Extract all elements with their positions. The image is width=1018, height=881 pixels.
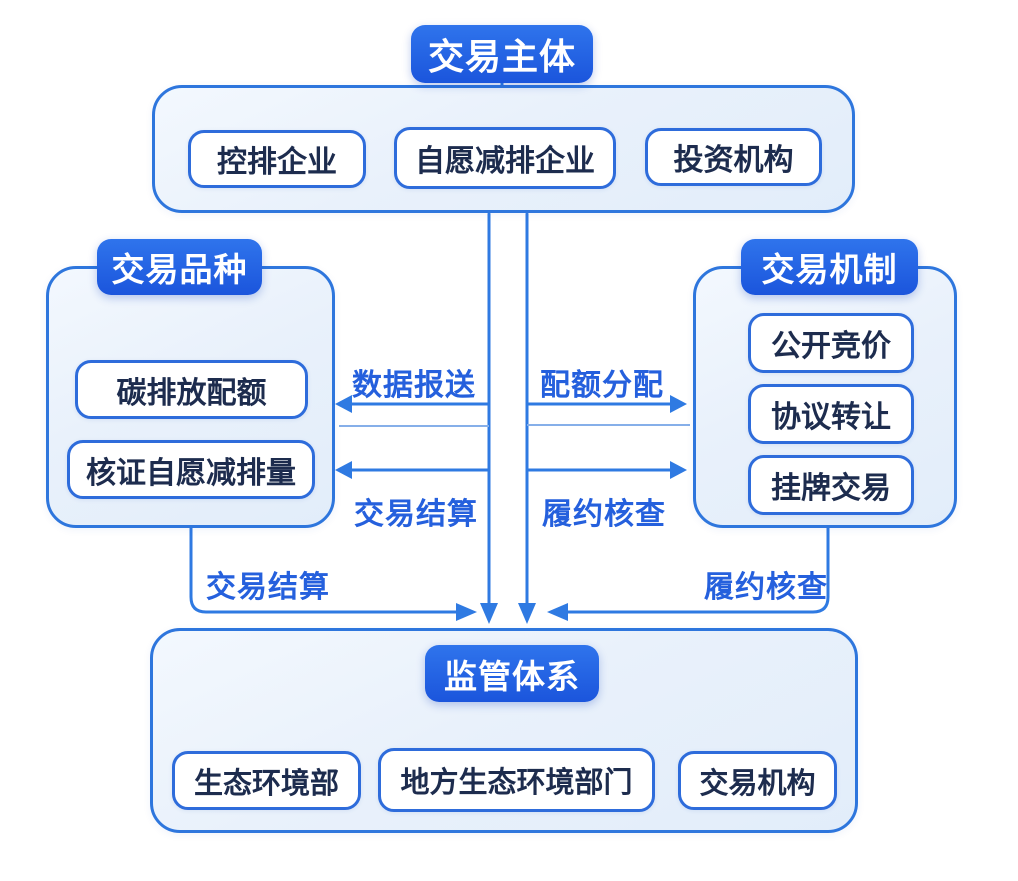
node-certified-voluntary-reduction: 核证自愿减排量 bbox=[67, 440, 315, 499]
header-trading-products: 交易品种 bbox=[97, 239, 262, 295]
label-trade-settlement-inner: 交易结算 bbox=[354, 497, 478, 532]
path-trade-settlement-outer bbox=[189, 526, 458, 614]
node-voluntary-reduction-enterprise: 自愿减排企业 bbox=[394, 127, 616, 189]
path-compliance-check-outer bbox=[566, 526, 830, 614]
arrowhead-right-upper bbox=[670, 395, 687, 413]
label-compliance-check-inner: 履约核查 bbox=[542, 497, 666, 532]
label-compliance-check-outer: 履约核查 bbox=[704, 570, 828, 605]
node-trading-institution: 交易机构 bbox=[678, 751, 837, 810]
arrowhead-left-lower bbox=[335, 461, 352, 479]
node-ministry-of-ecology-environment: 生态环境部 bbox=[172, 751, 361, 810]
arrowhead-right-lower bbox=[670, 461, 687, 479]
header-trading-mechanisms: 交易机制 bbox=[741, 239, 918, 295]
label-data-reporting: 数据报送 bbox=[352, 368, 476, 403]
arrowhead-left-upper bbox=[335, 395, 352, 413]
arrowhead-center-down-left bbox=[480, 603, 498, 624]
header-trading-entities: 交易主体 bbox=[411, 25, 593, 83]
label-quota-allocation: 配额分配 bbox=[540, 368, 664, 403]
node-open-bidding: 公开竞价 bbox=[748, 313, 914, 373]
node-local-ecology-environment-departments: 地方生态环境部门 bbox=[378, 748, 655, 812]
arrowhead-compliance-to-center bbox=[547, 603, 568, 621]
header-regulatory-system: 监管体系 bbox=[425, 645, 599, 702]
node-carbon-emission-allowance: 碳排放配额 bbox=[75, 360, 308, 419]
arrowhead-settlement-to-center bbox=[456, 603, 477, 621]
arrowhead-center-down-right bbox=[518, 603, 536, 624]
node-investment-institution: 投资机构 bbox=[645, 128, 822, 186]
label-trade-settlement-outer: 交易结算 bbox=[206, 570, 330, 605]
node-agreement-transfer: 协议转让 bbox=[748, 384, 914, 444]
node-controlled-emission-enterprise: 控排企业 bbox=[188, 130, 366, 188]
node-listed-trading: 挂牌交易 bbox=[748, 455, 914, 515]
